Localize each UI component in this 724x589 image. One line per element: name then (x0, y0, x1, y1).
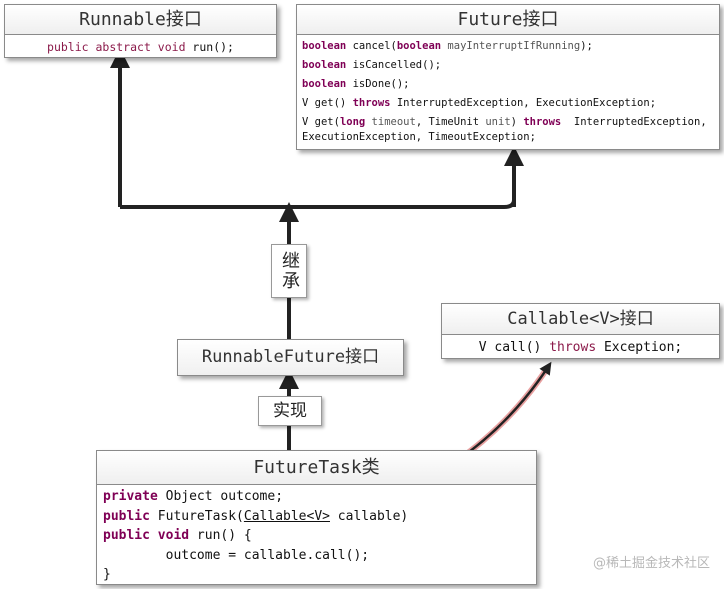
futuretask-constructor: public FutureTask(Callable<V> callable) (103, 508, 409, 524)
futuretask-field: private Object outcome; (103, 489, 284, 504)
future-interface-box: Future接口 boolean cancel(boolean mayInter… (296, 4, 720, 150)
callable-title: Callable<V>接口 (442, 304, 719, 335)
futuretask-title: FutureTask类 (97, 451, 536, 485)
future-method-get-timeout: V get(long timeout, TimeUnit unit) throw… (302, 116, 707, 143)
futuretask-run-close: } (103, 567, 111, 582)
implement-label: 实现 (258, 396, 322, 426)
runnablefuture-title: RunnableFuture接口 (178, 340, 403, 375)
future-method-cancel: boolean cancel(boolean mayInterruptIfRun… (302, 40, 593, 52)
futuretask-run-body: outcome = callable.call(); (103, 547, 370, 563)
watermark: @稀土掘金技术社区 (592, 556, 710, 571)
runnablefuture-interface-box: RunnableFuture接口 (177, 339, 404, 376)
inherit-label: 继承 (271, 244, 307, 298)
junction-line (119, 199, 516, 209)
futuretask-class-box: FutureTask类 private Object outcome; publ… (96, 450, 537, 585)
runnable-method: run(); (185, 40, 234, 54)
callable-interface-box: Callable<V>接口 V call() throws Exception; (441, 303, 720, 359)
callable-throws: throws (549, 340, 597, 355)
future-method-get: V get() throws InterruptedException, Exe… (302, 97, 657, 109)
runnable-title: Runnable接口 (5, 5, 276, 35)
futuretask-run-method: public void run() { (103, 528, 252, 543)
runnable-modifiers: public abstract void (47, 40, 186, 54)
callable-param-type: Callable<V> (243, 508, 330, 524)
future-method-isdone: boolean isDone(); (302, 78, 410, 90)
runnable-interface-box: Runnable接口 public abstract void run(); (4, 4, 277, 58)
future-method-iscancelled: boolean isCancelled(); (302, 59, 442, 71)
future-title: Future接口 (297, 5, 719, 35)
